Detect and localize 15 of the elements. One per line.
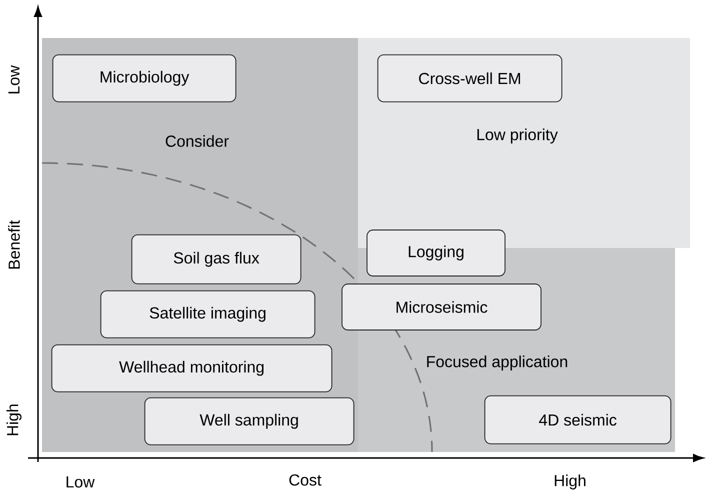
axis-label: Low [8,65,20,94]
method-box: Wellhead monitoring [51,344,332,392]
method-box: Microseismic [342,284,542,330]
method-box: Cross-well EM [377,54,562,102]
method-box: Soil gas flux [131,234,302,284]
axis-label: Benefit [8,220,20,269]
axis-label: High [554,474,586,490]
method-box: Well sampling [144,397,354,446]
axis-label: Low [66,476,95,488]
method-box: Microbiology [52,54,236,102]
method-box: 4D seismic [484,395,672,444]
axis-label: Cost [289,474,322,486]
axis-label: High [6,404,22,436]
method-box: Logging [366,230,506,276]
method-box: Satellite imaging [100,290,316,338]
